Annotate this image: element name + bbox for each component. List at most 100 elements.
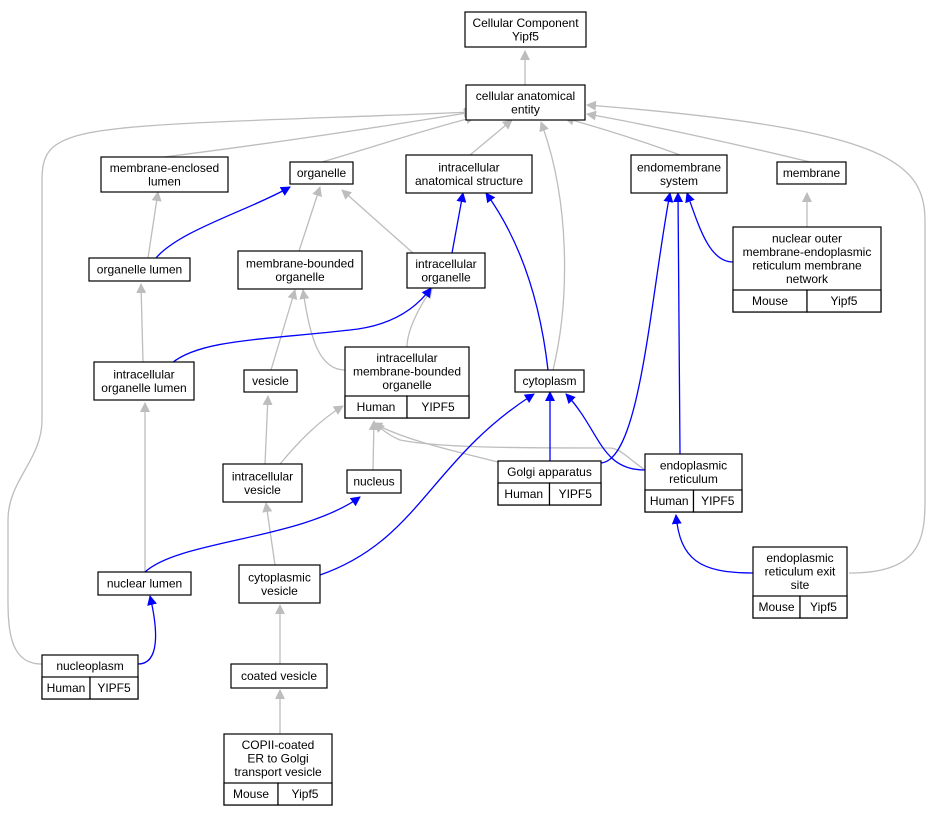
- go-term-node[interactable]: organelle lumen: [88, 257, 191, 282]
- node-label: intracellular: [232, 469, 293, 483]
- node-box: [237, 250, 363, 290]
- edge: [144, 496, 361, 573]
- gene-label: YIPF5: [97, 681, 131, 695]
- species-label: Human: [357, 400, 396, 414]
- go-term-node[interactable]: vesicle: [243, 369, 298, 393]
- node-label: cytoplasm: [522, 374, 576, 388]
- node-label: membrane: [783, 166, 841, 180]
- node-label: transport vesicle: [234, 765, 322, 779]
- node-label: entity: [511, 102, 540, 116]
- edge: [270, 289, 298, 371]
- go-term-node[interactable]: organelle: [289, 161, 354, 185]
- gene-label: Yipf5: [292, 787, 319, 801]
- gene-label: YIPF5: [421, 400, 455, 414]
- node-box: [88, 257, 191, 282]
- gene-cell: [89, 676, 139, 700]
- node-label: nuclear outer: [772, 231, 842, 245]
- node-label: nucleus: [353, 475, 394, 489]
- node-label: membrane-bounded: [353, 365, 461, 379]
- node-label: endomembrane: [637, 160, 721, 174]
- node-label: endoplasmic: [766, 551, 833, 565]
- node-label: intracellular: [113, 367, 174, 381]
- node-label: nuclear lumen: [107, 577, 182, 591]
- species-label: Mouse: [752, 294, 788, 308]
- node-label: coated vesicle: [241, 669, 317, 683]
- node-label: nucleoplasm: [56, 659, 123, 673]
- node-label: vesicle: [261, 584, 298, 598]
- gene-label: Yipf5: [810, 600, 837, 614]
- species-label: Mouse: [758, 600, 794, 614]
- node-label: vesicle: [252, 374, 289, 388]
- node-label: Golgi apparatus: [507, 465, 592, 479]
- node-label: Cellular Component: [472, 16, 579, 30]
- edge: [136, 283, 147, 363]
- node-box: [238, 564, 321, 604]
- node-box: [514, 369, 585, 393]
- node-label: site: [791, 578, 810, 592]
- go-term-node[interactable]: coated vesicle: [230, 663, 328, 689]
- edge: [262, 395, 273, 465]
- go-term-node[interactable]: nuclear outermembrane-endoplasmicreticul…: [732, 226, 882, 313]
- graph-edges: [7, 50, 926, 734]
- node-box: [776, 161, 847, 185]
- edge: [685, 192, 734, 263]
- gene-cell: [799, 595, 848, 619]
- node-label: intracellular: [415, 257, 476, 271]
- species-label: Human: [504, 487, 543, 501]
- node-label: cytoplasmic: [248, 570, 311, 584]
- edge: [262, 502, 276, 566]
- gene-cell: [692, 489, 743, 513]
- node-label: organelle lumen: [97, 263, 182, 277]
- node-box: [346, 469, 402, 494]
- node-box: [230, 663, 328, 689]
- go-term-node[interactable]: cytoplasm: [514, 369, 585, 393]
- node-label: intracellular: [438, 160, 499, 174]
- gene-cell: [277, 782, 333, 806]
- edge: [469, 119, 513, 156]
- node-label: membrane-endoplasmic: [743, 245, 872, 259]
- node-label: membrane-bounded: [246, 256, 354, 270]
- go-term-node[interactable]: membrane: [776, 161, 847, 185]
- node-label: intracellular: [376, 351, 437, 365]
- species-label: Human: [650, 494, 689, 508]
- node-label: network: [786, 272, 829, 286]
- node-box: [464, 11, 587, 48]
- species-label: Human: [47, 681, 86, 695]
- node-label: anatomical structure: [415, 174, 523, 188]
- node-label: vesicle: [244, 483, 281, 497]
- edge: [279, 405, 344, 465]
- go-term-node[interactable]: nucleus: [346, 469, 402, 494]
- gene-cell: [806, 289, 882, 313]
- go-term-node[interactable]: nuclear lumen: [97, 571, 192, 596]
- edge: [406, 288, 433, 348]
- node-box: [630, 154, 728, 194]
- gene-cell: [548, 482, 602, 506]
- node-label: reticulum membrane: [752, 258, 862, 272]
- gene-cell: [406, 395, 470, 419]
- node-label: organelle lumen: [101, 381, 186, 395]
- edge: [586, 100, 926, 574]
- edge: [485, 192, 549, 371]
- edge: [368, 420, 379, 471]
- edge: [341, 189, 414, 254]
- node-box: [405, 154, 533, 194]
- go-term-node[interactable]: intracellularmembrane-boundedorganelleHu…: [344, 346, 470, 419]
- gene-label: YIPF5: [701, 494, 735, 508]
- node-label: lumen: [148, 174, 181, 188]
